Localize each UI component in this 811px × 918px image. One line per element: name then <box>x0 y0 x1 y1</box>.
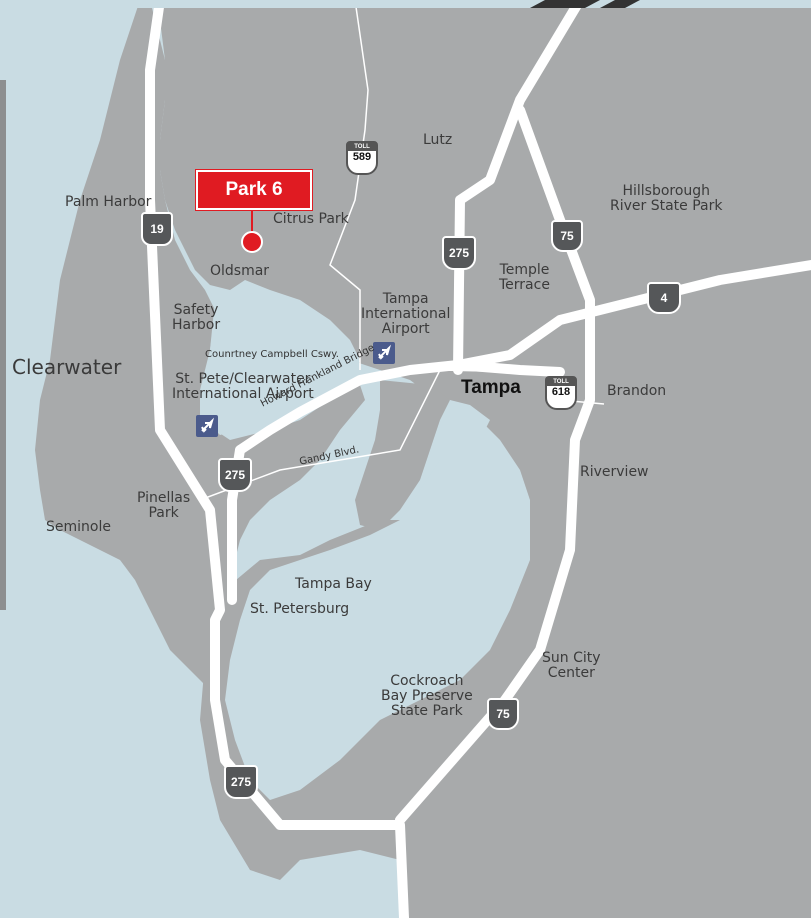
pinellas-peninsula <box>35 0 365 690</box>
label-citrus-park: Citrus Park <box>273 211 349 227</box>
left-coast-band <box>0 80 6 610</box>
toll589-label: 589 <box>352 151 372 163</box>
i275-north-shield: 275 <box>442 236 476 270</box>
crosstown <box>453 360 565 377</box>
i275-label: 275 <box>448 246 470 260</box>
interbay-peninsula <box>355 380 450 530</box>
toll618-label: 618 <box>551 386 571 398</box>
i275-label: 275 <box>224 468 246 482</box>
label-brandon: Brandon <box>607 383 667 399</box>
label-tampa-bay: Tampa Bay <box>295 576 372 592</box>
sr4-label: 4 <box>660 291 668 305</box>
label-lutz: Lutz <box>423 132 453 148</box>
hillsborough-bay <box>225 400 530 800</box>
park6-marker[interactable] <box>241 231 263 253</box>
stpete-airport-icon <box>196 415 218 437</box>
label-st-petersburg: St. Petersburg <box>250 601 350 617</box>
label-oldsmar: Oldsmar <box>210 263 270 279</box>
tampa-airport-icon <box>373 342 395 364</box>
i75-label: 75 <box>496 707 510 721</box>
i275-label: 275 <box>230 775 252 789</box>
toll618-toll: TOLL <box>547 378 575 386</box>
park6-callout[interactable]: Park 6 <box>196 170 312 210</box>
label-cockroach-bay: Cockroach Bay Preserve State Park <box>381 673 473 719</box>
i75-label: 75 <box>560 229 574 243</box>
sr4-shield: 4 <box>647 282 681 314</box>
label-temple-terrace: Temple Terrace <box>499 262 550 293</box>
old-tampa-bay <box>205 280 360 435</box>
label-tampa-airport: Tampa International Airport <box>361 291 451 337</box>
i75-north-shield: 75 <box>551 220 583 252</box>
label-sun-city-center: Sun City Center <box>542 650 601 681</box>
i275-pinellas-shield: 275 <box>218 458 252 492</box>
us19-road <box>145 0 409 918</box>
i75-south-shield: 75 <box>487 698 519 730</box>
label-clearwater: Clearwater <box>12 355 122 379</box>
label-seminole: Seminole <box>46 519 111 535</box>
label-pinellas-park: Pinellas Park <box>137 490 191 521</box>
us19-shield: 19 <box>141 212 173 246</box>
label-hillsborough-river: Hillsborough River State Park <box>610 183 723 214</box>
label-safety-harbor: Safety Harbor <box>172 302 221 333</box>
top-band <box>0 0 811 8</box>
label-riverview: Riverview <box>580 464 649 480</box>
us19-label: 19 <box>150 222 164 236</box>
i275-south-shield: 275 <box>224 765 258 799</box>
top-decor <box>530 0 640 8</box>
label-tampa: Tampa <box>461 377 521 398</box>
label-palm-harbor: Palm Harbor <box>65 194 152 210</box>
label-stpete-airport: St. Pete/Clearwater International Airpor… <box>172 371 314 402</box>
park6-label: Park 6 <box>225 179 283 200</box>
toll589-toll: TOLL <box>348 143 376 151</box>
label-courtney-campbell: Counrtney Campbell Cswy. <box>205 349 339 360</box>
